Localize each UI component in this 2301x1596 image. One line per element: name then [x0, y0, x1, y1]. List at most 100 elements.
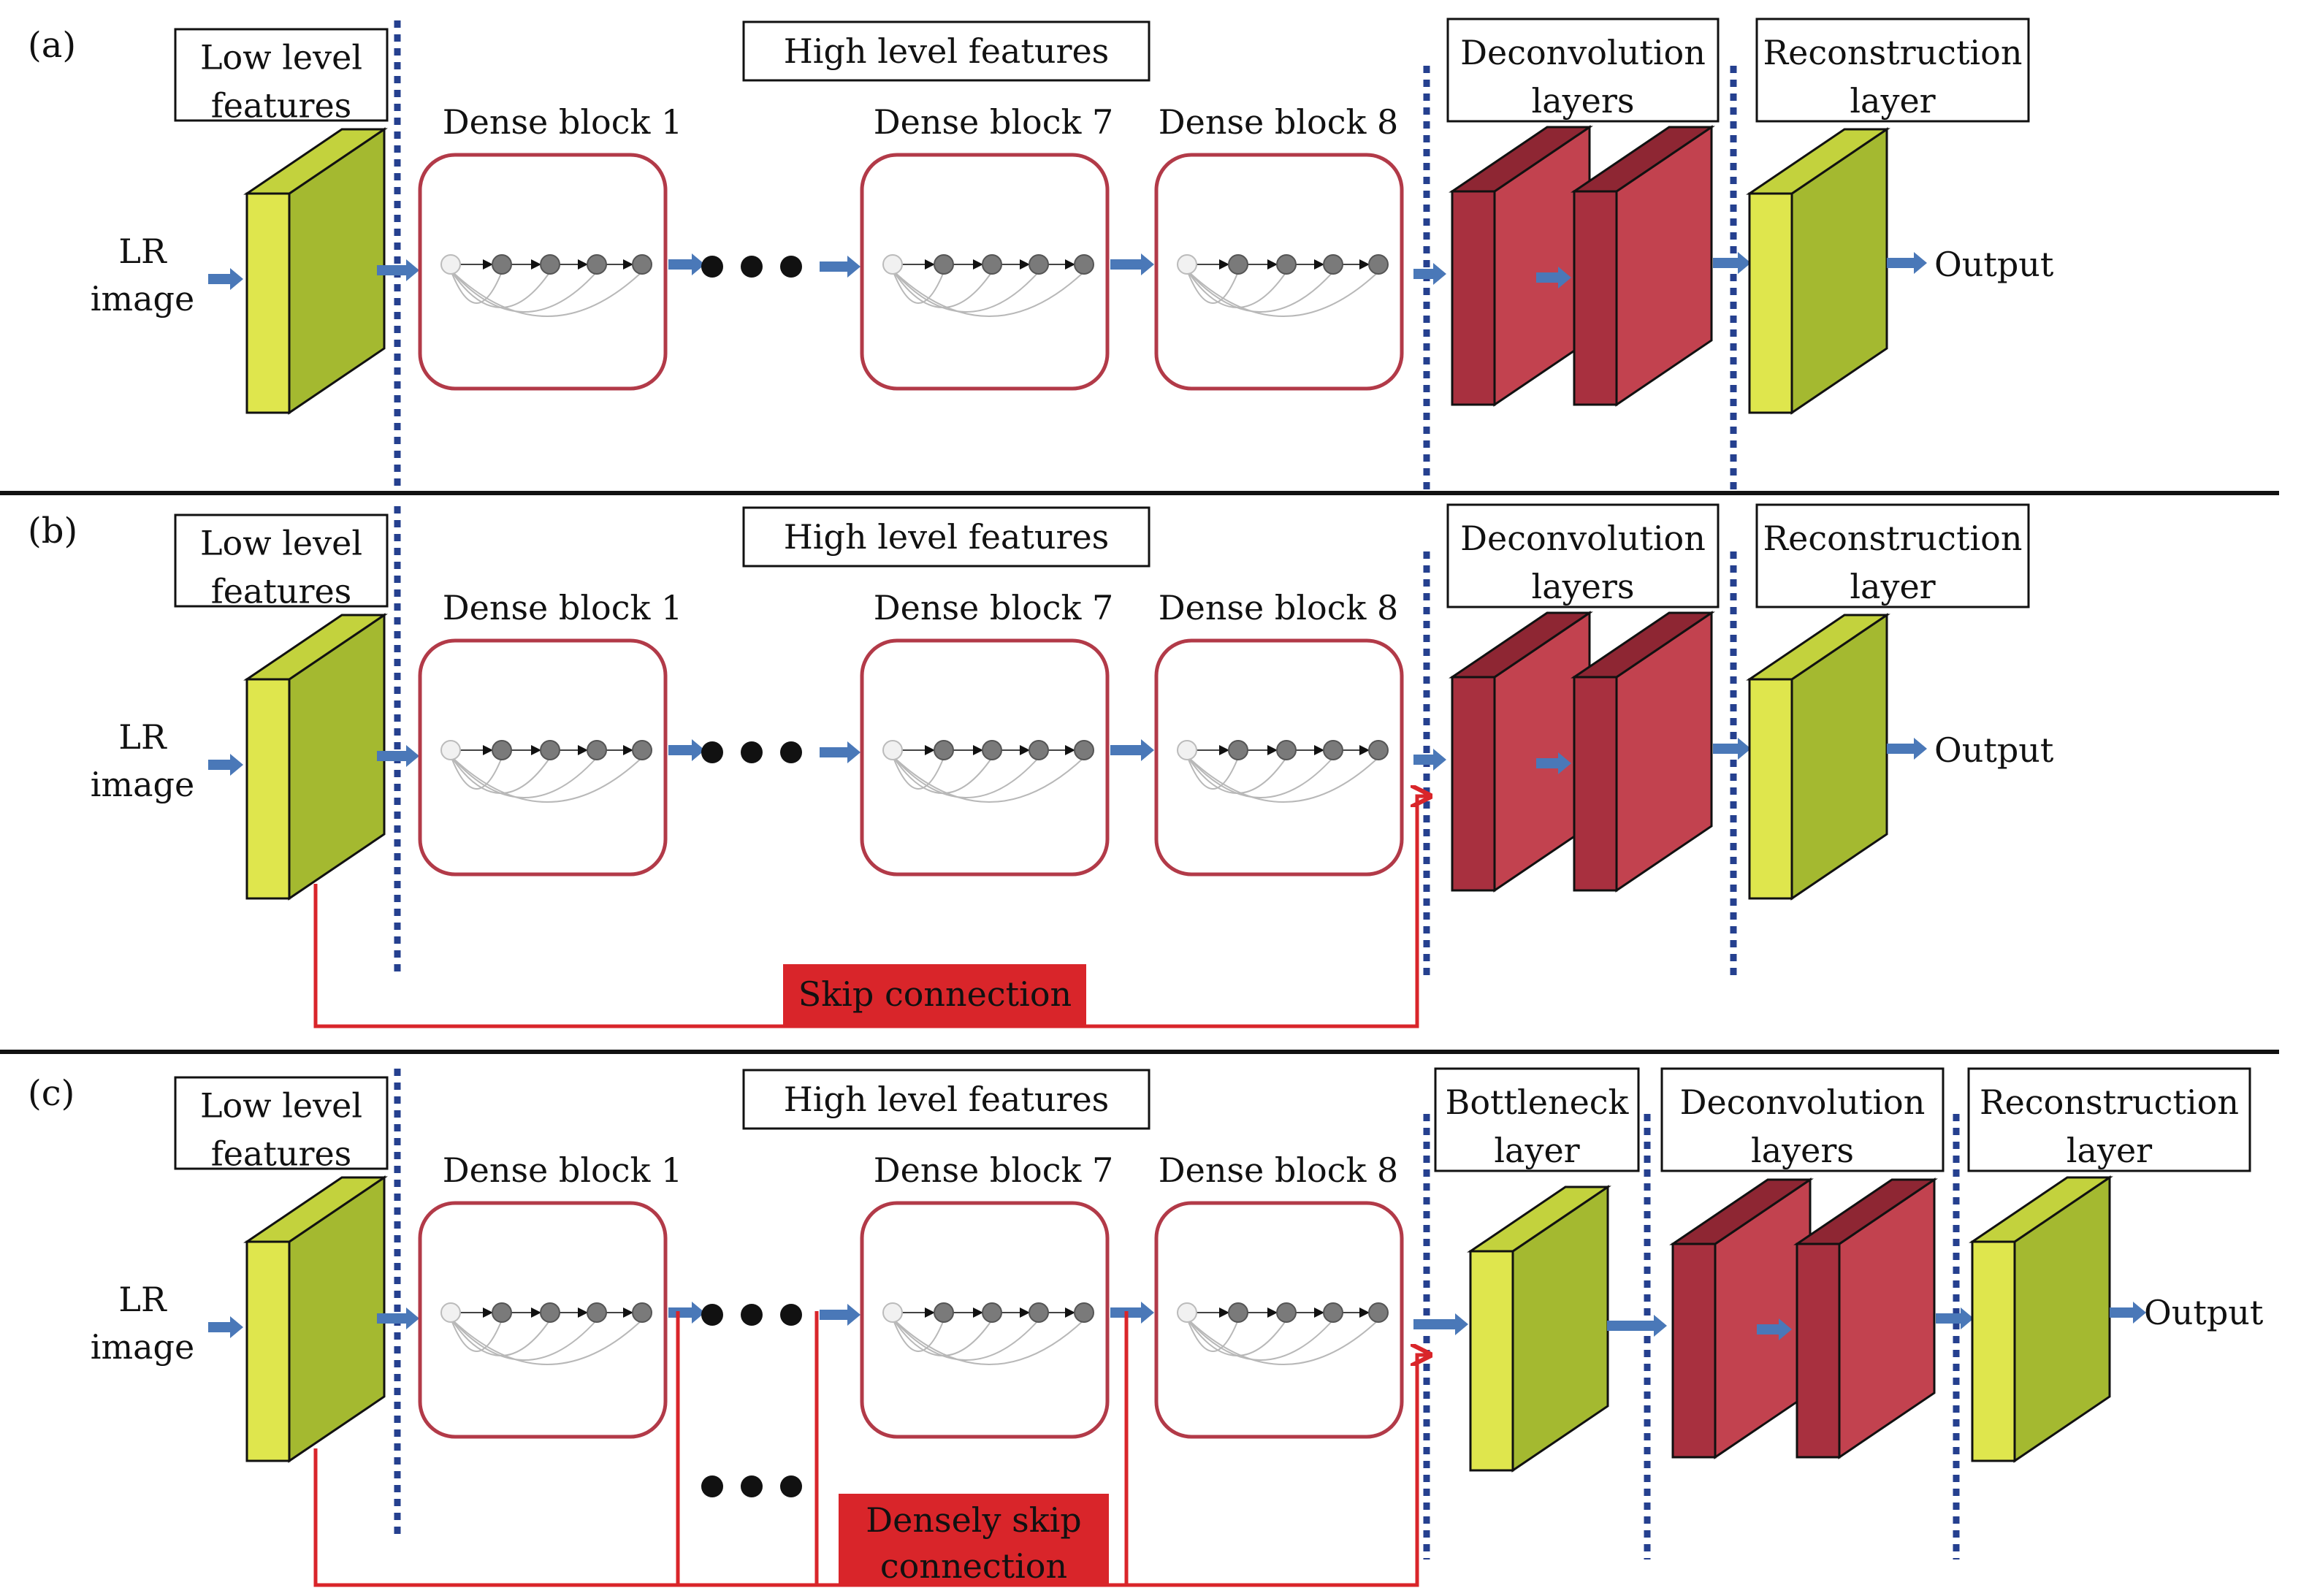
panel-b-dense-block-3-edge-head — [1267, 745, 1278, 755]
panel-b-deconv-label-line1: Deconvolution — [1460, 519, 1706, 558]
panel-c-output-label: Output — [2144, 1293, 2264, 1332]
panel-c-dense-block-3-edge-head — [1359, 1307, 1370, 1318]
panel-b-deconv-slab-1 — [1449, 611, 1593, 893]
panel-c-input-line1: LR — [118, 1280, 167, 1319]
panel-b-deconv-label-box — [1446, 503, 1720, 608]
panel-a-output-label: Output — [1934, 245, 2054, 284]
panel-a-dense-block-1 — [418, 153, 668, 391]
panel-c-ellipsis — [701, 1304, 723, 1326]
panel-c-dense-block-1-node — [540, 1302, 560, 1323]
panel-c-dense-block-1-link — [450, 1318, 503, 1352]
panel-c-low-level-label-line1: Low level — [200, 1086, 362, 1126]
panel-a-dense-block-2-frame — [860, 153, 1110, 391]
panel-b-skip-label: Skip connection — [798, 974, 1072, 1014]
panel-c-dense-block-3-edge-head — [1267, 1307, 1278, 1318]
panel-b-dense-block-1-node — [587, 740, 607, 760]
panel-c-dense-block-3-edge-head — [1219, 1307, 1229, 1318]
panel-a-arrow-to-block8 — [1110, 253, 1154, 275]
panel-c-arrow-to-recon — [1936, 1307, 1974, 1329]
panel-c-low-level-label-box — [174, 1076, 389, 1170]
panel-c-dense-block-2-link — [892, 1318, 945, 1352]
panel-a-dense-block-2-edge-head — [925, 259, 935, 270]
panel-c-bottleneck-label-line1: Bottleneck — [1446, 1083, 1630, 1122]
panel-b-dense-block-3-node — [1276, 740, 1297, 760]
panel-b-dense-block-3-edge-head — [1359, 745, 1370, 755]
panel-a-dense-block-3-edge-head — [1267, 259, 1278, 270]
panel-a-dense-block-2-link — [892, 270, 1085, 317]
panel-c-dense-block-1-edge-head — [623, 1307, 633, 1318]
panel-a-recon-label-box — [1755, 18, 2030, 123]
panel-c-dense-block-3-node — [1323, 1302, 1343, 1323]
panel-a-dense-block-2-node — [934, 254, 954, 275]
panel-b-dense-block-1-node — [540, 740, 560, 760]
panel-b-deconv-slab-1-front — [1451, 676, 1496, 892]
panel-a-dense-block-1-link — [450, 270, 643, 317]
panel-a-deconv-slab-1 — [1449, 125, 1593, 407]
panel-b-arrow-to-block8 — [1110, 739, 1154, 761]
panel-c-recon-slab-front — [1971, 1240, 2016, 1462]
panel-a-arrow-to-block1 — [377, 259, 419, 281]
panel-b-dense-block-1-node — [632, 740, 652, 760]
panel-b-dense-block-2-link — [892, 755, 1085, 803]
panel-b-dense-block-1-edge-head — [578, 745, 588, 755]
panel-a-dense-block-1-node — [440, 254, 461, 275]
panel-b-dense-block-2-edge-head — [925, 745, 935, 755]
panel-a-arrow-to-deconv — [1413, 263, 1446, 285]
panel-a-low-level-label-line2: features — [211, 86, 352, 126]
panel-a-dense-block-1-frame — [418, 153, 668, 391]
panel-a-arrow-to-block7 — [820, 256, 861, 278]
panel-b-arrow-block1-out — [668, 739, 705, 761]
panel-b-dense-block-1-frame — [418, 638, 668, 877]
panel-b-recon-label-line2: layer — [1850, 567, 1935, 606]
panel-a-dense-block-3-link — [1186, 270, 1334, 313]
panel-c-dense-skip-line — [313, 1355, 1428, 1587]
panel-a-deconv-slab-2 — [1571, 125, 1715, 407]
panel-c-dense-block-2 — [860, 1201, 1110, 1439]
panel-a-dense-block-1-edge-head — [623, 259, 633, 270]
panel-c-dense-block-1-label: Dense block 1 — [443, 1150, 683, 1190]
panel-c-deconv-label-box — [1660, 1067, 1945, 1172]
panel-a-dense-block-2-link — [892, 270, 945, 304]
panel-c-dense-block-2-node — [982, 1302, 1002, 1323]
panel-c-recon-label-line2: layer — [2067, 1131, 2152, 1170]
panel-b-dense-block-1-node — [492, 740, 512, 760]
panel-b-input-arrow — [208, 754, 243, 776]
panel-b-dense-block-1-link — [450, 755, 643, 803]
panel-b-dense-block-2-edge-head — [1065, 745, 1075, 755]
panel-b-dense-block-2-node — [1074, 740, 1094, 760]
panel-c-arrow-to-block8 — [1110, 1302, 1154, 1324]
panel-b-low-level-label-line1: Low level — [200, 524, 362, 563]
panel-b-dense-block-3-link — [1186, 755, 1379, 803]
panel-c-dense-block-1-node — [492, 1302, 512, 1323]
panel-b-ellipsis — [741, 741, 763, 763]
panel-c-deconv-slab-1-front — [1671, 1242, 1717, 1459]
panel-c-dense-block-2-edge-head — [1020, 1307, 1030, 1318]
panel-b-arrow-to-recon — [1713, 738, 1751, 760]
panel-b-dense-block-1-label: Dense block 1 — [443, 588, 683, 627]
panel-a-deconv-label-box — [1446, 18, 1720, 123]
panel-b-dense-block-1-edge-head — [531, 745, 541, 755]
panel-a-dense-block-3-label: Dense block 8 — [1159, 102, 1399, 142]
panel-a-dense-block-2-node — [882, 254, 903, 275]
panel-c-arrow-block1-out — [668, 1302, 705, 1324]
panel-a-dense-block-3-node — [1228, 254, 1248, 275]
panel-b-output-label: Output — [1934, 730, 2054, 770]
panel-c-arrow-between-deconv — [1757, 1318, 1792, 1340]
panel-c-recon-label-line1: Reconstruction — [1980, 1083, 2239, 1122]
panel-a-arrow-to-output — [1887, 252, 1927, 274]
panel-a-low-level-slab — [243, 127, 388, 415]
panel-c-deconv-label-line1: Deconvolution — [1680, 1083, 1926, 1122]
panel-a-high-level-label-box — [742, 20, 1150, 82]
panel-a-dense-block-1-link — [450, 270, 598, 313]
panel-c-arrow-to-block1 — [377, 1307, 419, 1329]
panel-b-arrow-to-block1 — [377, 745, 419, 767]
panel-a-dense-block-2-node — [1029, 254, 1049, 275]
panel-a-input-arrow — [208, 268, 243, 290]
panel-b-dense-block-1-edge-head — [623, 745, 633, 755]
panel-a-low-level-label-box — [174, 28, 389, 122]
panel-b-tag: (b) — [28, 511, 77, 551]
panel-a-dense-block-3 — [1154, 153, 1404, 391]
panel-a-dense-block-3-edge-head — [1359, 259, 1370, 270]
panel-c-skip-label-bg — [839, 1494, 1109, 1585]
panel-b-high-level-label-box — [742, 506, 1150, 568]
